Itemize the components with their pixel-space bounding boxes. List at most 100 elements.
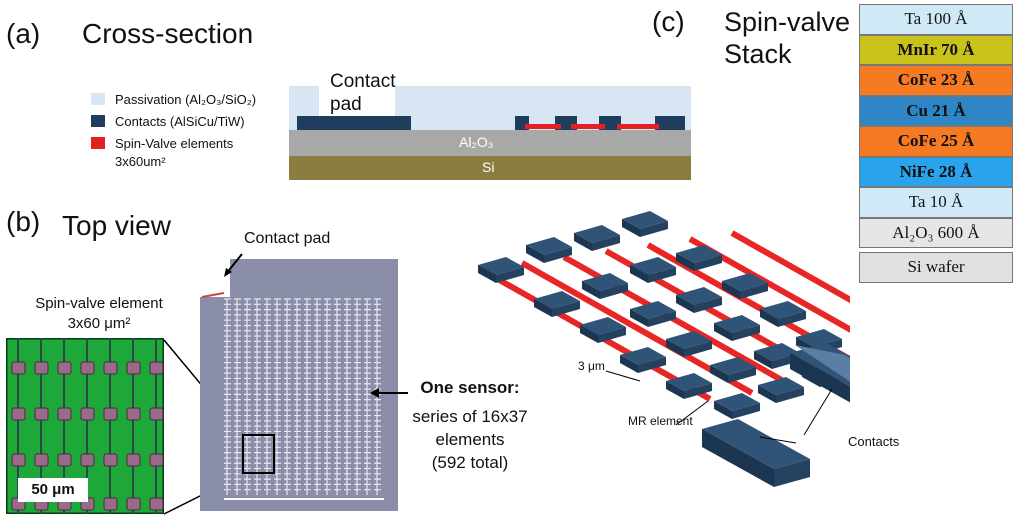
contact-block-top bbox=[526, 237, 572, 255]
contact-pad-line2: pad bbox=[330, 94, 362, 115]
big-contact-left-side bbox=[702, 429, 774, 487]
width-label: 3 μm bbox=[578, 359, 605, 373]
stack-layer: Ta 10 Å bbox=[859, 187, 1013, 218]
contact-block-side bbox=[630, 309, 648, 327]
contact-block-front bbox=[544, 247, 572, 263]
zoom-pad bbox=[149, 497, 164, 511]
sensor-line3: elements bbox=[435, 430, 505, 449]
al2o3-label: Al₂O₃ bbox=[459, 134, 494, 150]
spin-valve-element bbox=[525, 124, 561, 129]
sensor-micrograph bbox=[200, 259, 398, 511]
zoom-pad bbox=[57, 361, 72, 375]
contact-block-front bbox=[740, 283, 768, 299]
mr-strip bbox=[688, 236, 850, 333]
panel-c-title: Spin-valve Stack bbox=[724, 6, 850, 70]
contact-block-front bbox=[694, 297, 722, 313]
panel-c-title-line2: Stack bbox=[724, 39, 792, 69]
big-contact-right-side bbox=[790, 353, 850, 403]
sensor-3d-schematic bbox=[478, 211, 850, 487]
panel-c-title-line1: Spin-valve bbox=[724, 7, 851, 37]
contact-block-front bbox=[728, 367, 756, 383]
contact-block-front bbox=[778, 311, 806, 327]
panel-b-title: Top view bbox=[62, 210, 171, 241]
contact-block-top bbox=[676, 287, 722, 305]
contact-block-side bbox=[526, 245, 544, 263]
zoom-pad bbox=[149, 407, 164, 421]
stack-layer: NiFe 28 Å bbox=[859, 156, 1013, 187]
contact-block-side bbox=[758, 385, 776, 403]
contact-block-side bbox=[622, 219, 640, 237]
zoom-pad bbox=[80, 407, 95, 421]
zoom-pad bbox=[11, 407, 26, 421]
arrow-head bbox=[224, 268, 232, 277]
cross-section-diagram: Al₂O₃ Si bbox=[289, 86, 691, 180]
element-label-line2: 3x60 μm² bbox=[67, 315, 131, 332]
legend-contacts-label: Contacts (AlSiCu/TiW) bbox=[115, 113, 245, 129]
contact-pad-callout: Contact pad bbox=[330, 70, 395, 116]
zoom-pad bbox=[103, 453, 118, 467]
panel-a-letter: (a) bbox=[6, 18, 41, 49]
zoom-pad bbox=[126, 453, 141, 467]
contact-pad bbox=[297, 116, 411, 130]
zoom-pad bbox=[126, 407, 141, 421]
contact-block-front bbox=[598, 327, 626, 343]
sensor-bold-label: One sensor: bbox=[420, 378, 520, 397]
contact-block-front bbox=[640, 221, 668, 237]
zoom-box bbox=[242, 434, 275, 474]
legend-contacts: Contacts (AlSiCu/TiW) bbox=[91, 110, 256, 132]
contact-block-top bbox=[580, 317, 626, 335]
contact-pad-area bbox=[200, 259, 230, 297]
contact-block-side bbox=[582, 281, 600, 299]
zoom-pad bbox=[103, 361, 118, 375]
contact-block-top bbox=[722, 273, 768, 291]
contacts-pointer-right bbox=[803, 388, 833, 436]
width-pointer bbox=[605, 370, 641, 382]
cross-section-legend: Passivation (Al₂O₃/SiO₂) Contacts (AlSiC… bbox=[91, 88, 256, 169]
stack-layer: Cu 21 Å bbox=[859, 95, 1013, 126]
panel-b-letter: (b) bbox=[6, 206, 41, 237]
legend-spin-valve-label: Spin-Valve elements bbox=[115, 135, 234, 151]
stack-layer: Si wafer bbox=[859, 252, 1013, 283]
contact-block-side bbox=[710, 365, 728, 383]
zoom-pad bbox=[34, 453, 49, 467]
zoom-pad bbox=[126, 361, 141, 375]
sensor-array bbox=[224, 298, 384, 500]
stack-layer: Al₂O₃ 600 Å bbox=[859, 217, 1013, 248]
si-substrate bbox=[289, 156, 691, 180]
contact-block-top bbox=[582, 273, 628, 291]
stack-layer: MnIr 70 Å bbox=[859, 34, 1013, 65]
contact-block-top bbox=[630, 257, 676, 275]
contact-block-side bbox=[714, 401, 732, 419]
arrow-head bbox=[370, 388, 379, 398]
contact-block-side bbox=[760, 309, 778, 327]
contact-block-side bbox=[478, 265, 496, 283]
contact-block-side bbox=[754, 351, 772, 369]
passivation-swatch bbox=[91, 93, 105, 105]
contact-block-top bbox=[760, 301, 806, 319]
contact-block-top bbox=[622, 211, 668, 229]
element-label: Spin-valve element 3x60 μm² bbox=[2, 294, 196, 334]
stack-layer: Ta 100 Å bbox=[859, 4, 1013, 35]
sensor-description: One sensor: series of 16x37 elements (59… bbox=[410, 376, 530, 474]
zoom-pad bbox=[103, 497, 118, 511]
contact-block-side bbox=[580, 325, 598, 343]
zoom-pad bbox=[57, 453, 72, 467]
contact-blocks bbox=[478, 211, 850, 487]
mr-strip bbox=[730, 230, 850, 304]
contact-block-top bbox=[574, 225, 620, 243]
contact-segment bbox=[655, 116, 685, 130]
contact-block-front bbox=[732, 325, 760, 341]
zoom-pad bbox=[80, 453, 95, 467]
contact-block-front bbox=[684, 383, 712, 399]
contact-block-side bbox=[714, 323, 732, 341]
contact-block-front bbox=[648, 311, 676, 327]
contact-block-side bbox=[630, 265, 648, 283]
contact-block-top bbox=[666, 373, 712, 391]
sensor-line4: (592 total) bbox=[431, 453, 509, 472]
spin-valve-element bbox=[617, 124, 659, 129]
contact-block-front bbox=[638, 357, 666, 373]
contact-block-front bbox=[648, 267, 676, 283]
contact-block-side bbox=[676, 295, 694, 313]
legend-spin-valve: Spin-Valve elements bbox=[91, 132, 256, 154]
zoom-pad bbox=[34, 407, 49, 421]
